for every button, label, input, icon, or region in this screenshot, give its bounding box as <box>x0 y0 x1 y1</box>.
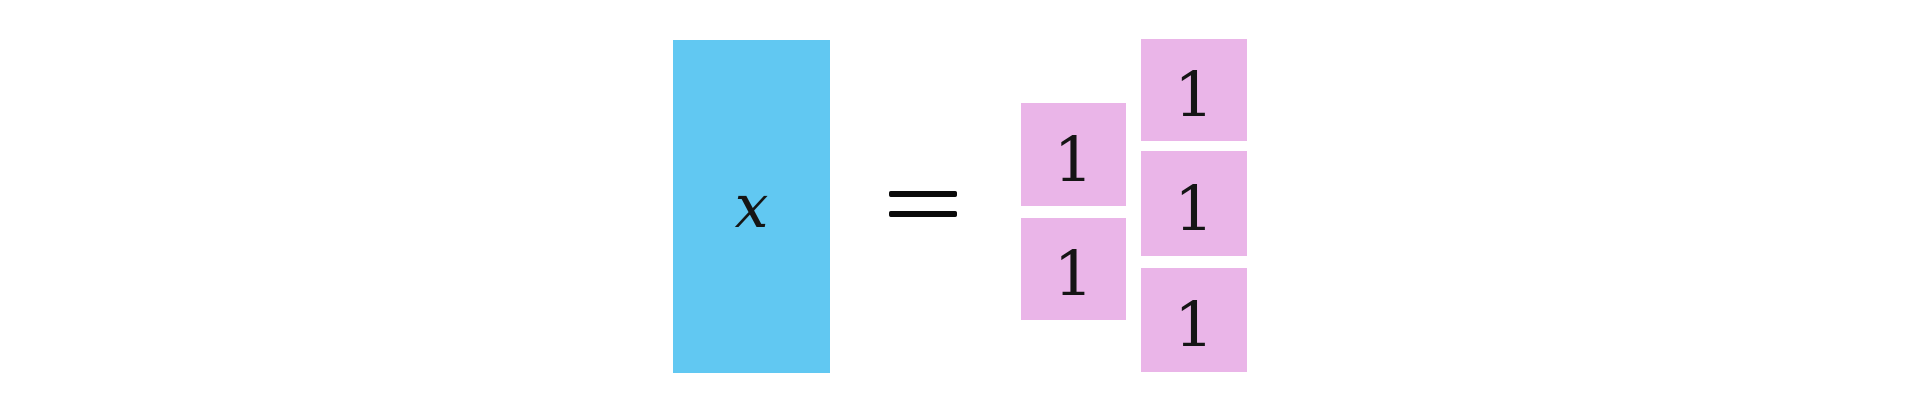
variable-x-tile[interactable]: x <box>673 40 830 373</box>
unit-tile[interactable]: 1 <box>1021 103 1126 206</box>
unit-tile-label: 1 <box>1174 58 1214 131</box>
unit-tile[interactable]: 1 <box>1141 151 1247 256</box>
unit-tile-label: 1 <box>1174 288 1214 361</box>
unit-tile-label: 1 <box>1053 237 1094 310</box>
unit-tile[interactable]: 1 <box>1141 268 1247 372</box>
equals-sign <box>889 191 957 217</box>
equals-top-bar <box>889 191 957 197</box>
unit-tile[interactable]: 1 <box>1141 39 1247 141</box>
unit-tile-label: 1 <box>1053 122 1094 196</box>
variable-x-label: x <box>734 171 769 242</box>
equals-bottom-bar <box>889 211 957 217</box>
unit-tile[interactable]: 1 <box>1021 218 1126 320</box>
unit-tile-label: 1 <box>1174 171 1214 245</box>
